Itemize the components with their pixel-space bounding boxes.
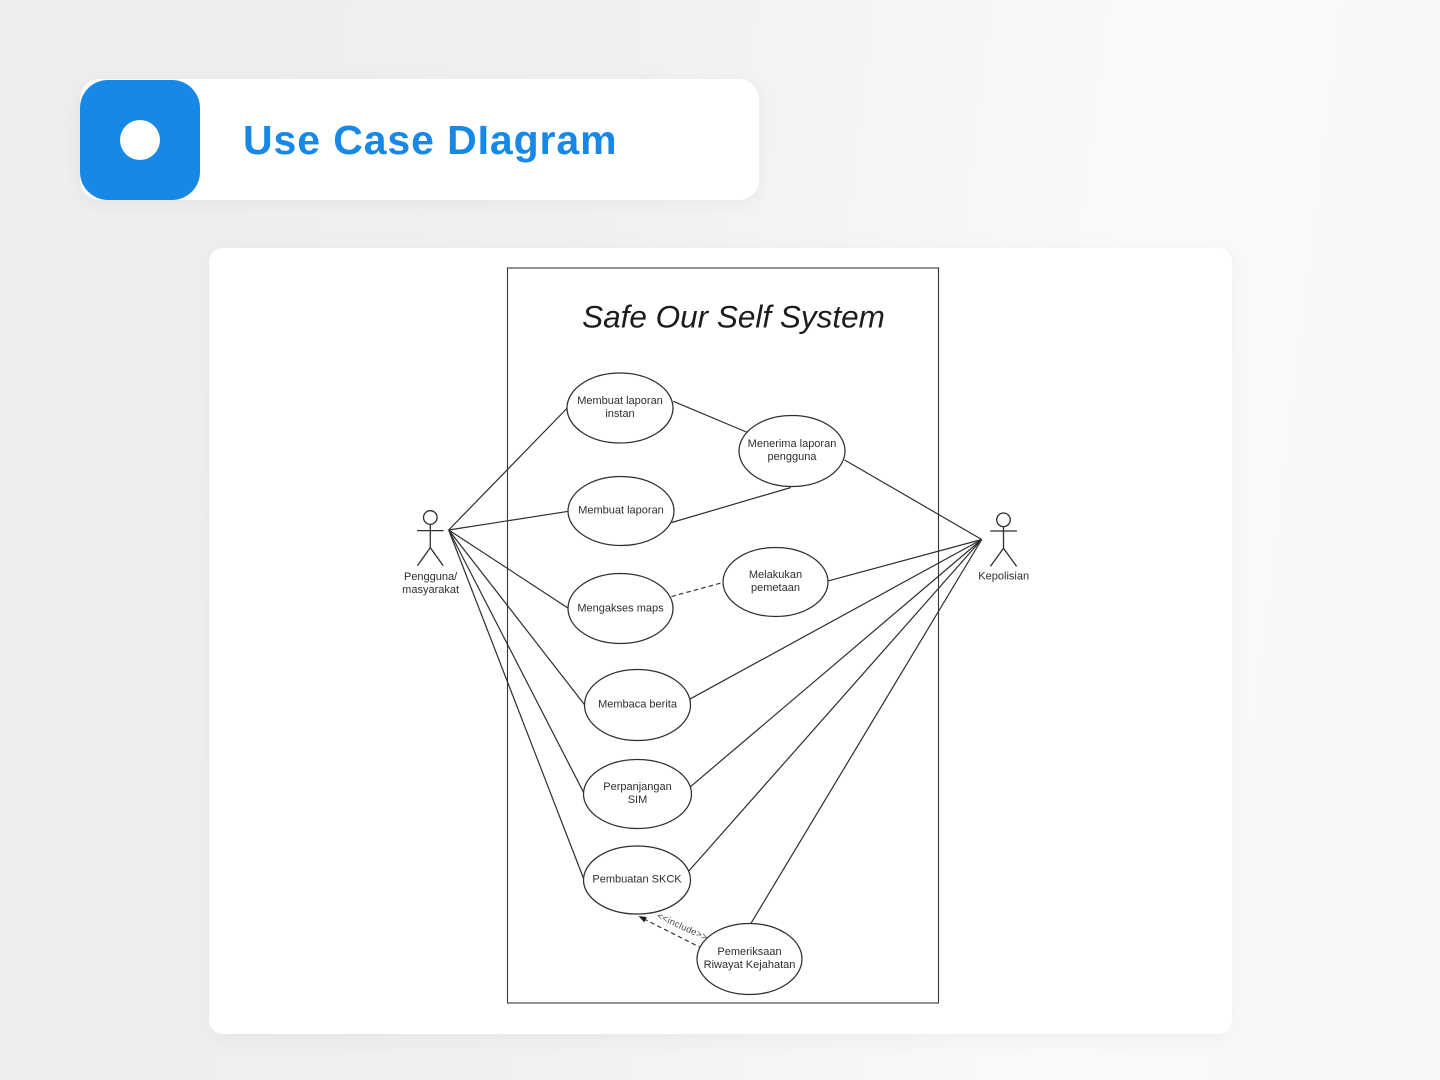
usecase-membaca-berita [583, 668, 692, 742]
edge-pengguna-perpanjangan-sim [448, 529, 586, 795]
edge-pengguna-membaca-berita [448, 529, 586, 706]
diagram-card [209, 248, 1232, 1034]
usecase-label-melakukan-pemetaan: Melakukan pemetaan [748, 569, 803, 594]
edge-laporan-menerima [671, 486, 791, 524]
page-title: Use Case DIagram [243, 116, 618, 163]
dashed-edges [643, 581, 724, 948]
edge-pemeriksaan-kepolisian [749, 539, 983, 925]
usecase-pemeriksaan-riwayat [696, 922, 803, 996]
edge-menerima-kepolisian [844, 459, 983, 541]
edge-include-dashed [643, 918, 700, 948]
usecase-label-membaca-berita: Membaca berita [598, 698, 677, 711]
actor-label-kepolisian: Kepolisian [978, 570, 1030, 583]
edge-instan-menerima [673, 400, 749, 434]
actor-figure-pengguna [416, 510, 444, 567]
usecase-mengakses-maps [567, 572, 674, 645]
edge-berita-kepolisian [689, 538, 982, 700]
usecase-label-membuat-laporan: Membuat laporan [578, 504, 664, 517]
usecase-label-mengakses-maps: Mengakses maps [577, 602, 664, 614]
usecase-menerima-laporan-pengguna [738, 414, 846, 488]
usecase-label-pembuatan-skck: Pembuatan SKCK [592, 873, 682, 886]
usecase-ellipses [566, 372, 846, 996]
usecase-membuat-laporan [567, 475, 675, 547]
usecase-membuat-laporan-instan [566, 372, 674, 444]
usecase-label-menerima-laporan-pengguna: Menerima laporan pengguna [747, 438, 837, 463]
edge-pengguna-pembuatan-skck [448, 529, 585, 881]
actor-figure-kepolisian [989, 512, 1018, 567]
include-arrowhead [638, 916, 647, 923]
system-title: Safe Our Self System [582, 298, 885, 334]
usecase-label-perpanjangan-sim: Perpanjangan SIM [603, 781, 672, 806]
actor-label-pengguna: Pengguna/ masyarakat [402, 570, 460, 596]
usecase-melakukan-pemetaan [722, 546, 829, 618]
edge-skck-kepolisian [684, 539, 983, 876]
usecase-pembuatan-skck [582, 845, 692, 915]
edge-pemetaan-kepolisian [827, 538, 982, 582]
edge-sim-kepolisian [690, 539, 983, 788]
association-edges [448, 400, 983, 925]
usecase-perpanjangan-sim [582, 758, 693, 830]
usecase-label-pemeriksaan-riwayat: Pemeriksaan Riwayat Kejahatan [703, 946, 796, 971]
system-boundary [506, 267, 940, 1004]
circle-icon [120, 120, 160, 160]
edge-pengguna-membuat-laporan-instan [448, 407, 568, 531]
header-badge [80, 80, 200, 200]
edge-pengguna-membuat-laporan [448, 510, 569, 531]
usecase-label-membuat-laporan-instan: Membuat laporan instan [577, 395, 663, 420]
edge-maps-pemetaan-dashed [671, 581, 724, 598]
edge-pengguna-mengakses-maps [448, 529, 568, 609]
